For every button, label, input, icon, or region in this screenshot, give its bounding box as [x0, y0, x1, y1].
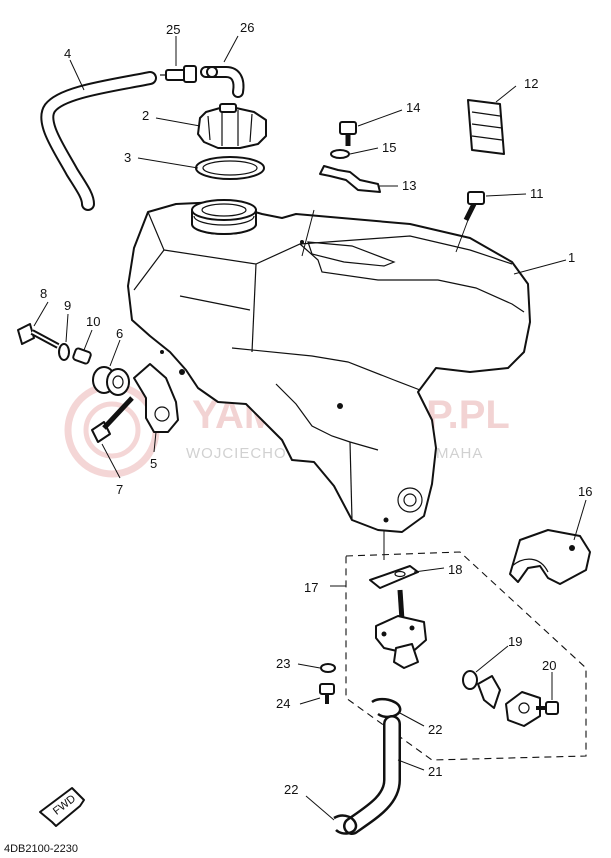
- callout-26: 26: [240, 20, 254, 35]
- fuel-cock-gasket: [369, 565, 419, 589]
- cap-gasket-inner: [202, 160, 258, 176]
- screw-20: [536, 701, 559, 715]
- fuel-hose: [343, 715, 401, 835]
- fuel-tank: [127, 201, 531, 533]
- watermark-logo: [64, 382, 160, 478]
- callouts: 25 26 4 2 3 14 15 12 13 11 1 8 9 10 6 5 …: [40, 20, 592, 797]
- fuel-cap: [197, 103, 267, 149]
- callout-3: 3: [124, 150, 131, 165]
- washer-15: [330, 149, 350, 159]
- fuel-cock-cover-plate: [505, 691, 541, 727]
- screw-24: [319, 683, 335, 704]
- bolt-11: [463, 191, 485, 222]
- bolt-7: [91, 396, 134, 443]
- callout-13: 13: [402, 178, 416, 193]
- bolt-8: [17, 323, 60, 349]
- forward-arrow-icon: FWD: [39, 787, 85, 827]
- fuel-cock: [375, 589, 427, 669]
- breather-hose-inner: [42, 73, 155, 209]
- callout-19: 19: [508, 634, 522, 649]
- callout-22-upper: 22: [428, 722, 442, 737]
- callout-18: 18: [448, 562, 462, 577]
- hose-clip-lower: [333, 814, 358, 835]
- hose-clip-upper: [371, 697, 402, 719]
- callout-1: 1: [568, 250, 575, 265]
- callout-22-lower: 22: [284, 782, 298, 797]
- collar-10: [72, 347, 92, 365]
- rubber-damper: [467, 99, 505, 155]
- callout-24: 24: [276, 696, 290, 711]
- tank-bracket: [133, 363, 179, 433]
- callout-17: 17: [304, 580, 318, 595]
- vent-pipe-end: [206, 66, 218, 78]
- fuel-cock-lever: [477, 675, 501, 709]
- callout-11: 11: [530, 186, 544, 201]
- o-ring-19: [462, 670, 478, 690]
- damper-6: [92, 366, 130, 396]
- callout-23: 23: [276, 656, 290, 671]
- vent-pipe-inner: [202, 68, 243, 96]
- check-valve: [160, 65, 197, 83]
- callout-20: 20: [542, 658, 556, 673]
- watermark-logo-inner: [83, 401, 141, 459]
- callout-6: 6: [116, 326, 123, 341]
- callout-25: 25: [166, 22, 180, 37]
- callout-10: 10: [86, 314, 100, 329]
- callout-16: 16: [578, 484, 592, 499]
- tank-mount-bracket: [509, 529, 591, 585]
- callout-4: 4: [64, 46, 71, 61]
- washer-23: [320, 663, 336, 673]
- filler-neck: [191, 199, 257, 235]
- fuel-cock-assembly-outline: [345, 551, 587, 761]
- fitting-band: [319, 165, 381, 193]
- washer-9: [58, 343, 70, 361]
- callout-5: 5: [150, 456, 157, 471]
- leader-lines: [33, 35, 587, 821]
- callout-12: 12: [524, 76, 538, 91]
- callout-9: 9: [64, 298, 71, 313]
- callout-7: 7: [116, 482, 123, 497]
- callout-21: 21: [428, 764, 442, 779]
- diagram-code: 4DB2100-2230: [4, 843, 78, 855]
- callout-14: 14: [406, 100, 420, 115]
- tank-bracket-hole: [154, 406, 170, 422]
- callout-2: 2: [142, 108, 149, 123]
- bolt-14: [339, 121, 357, 146]
- cap-gasket: [195, 156, 265, 180]
- callout-8: 8: [40, 286, 47, 301]
- callout-15: 15: [382, 140, 396, 155]
